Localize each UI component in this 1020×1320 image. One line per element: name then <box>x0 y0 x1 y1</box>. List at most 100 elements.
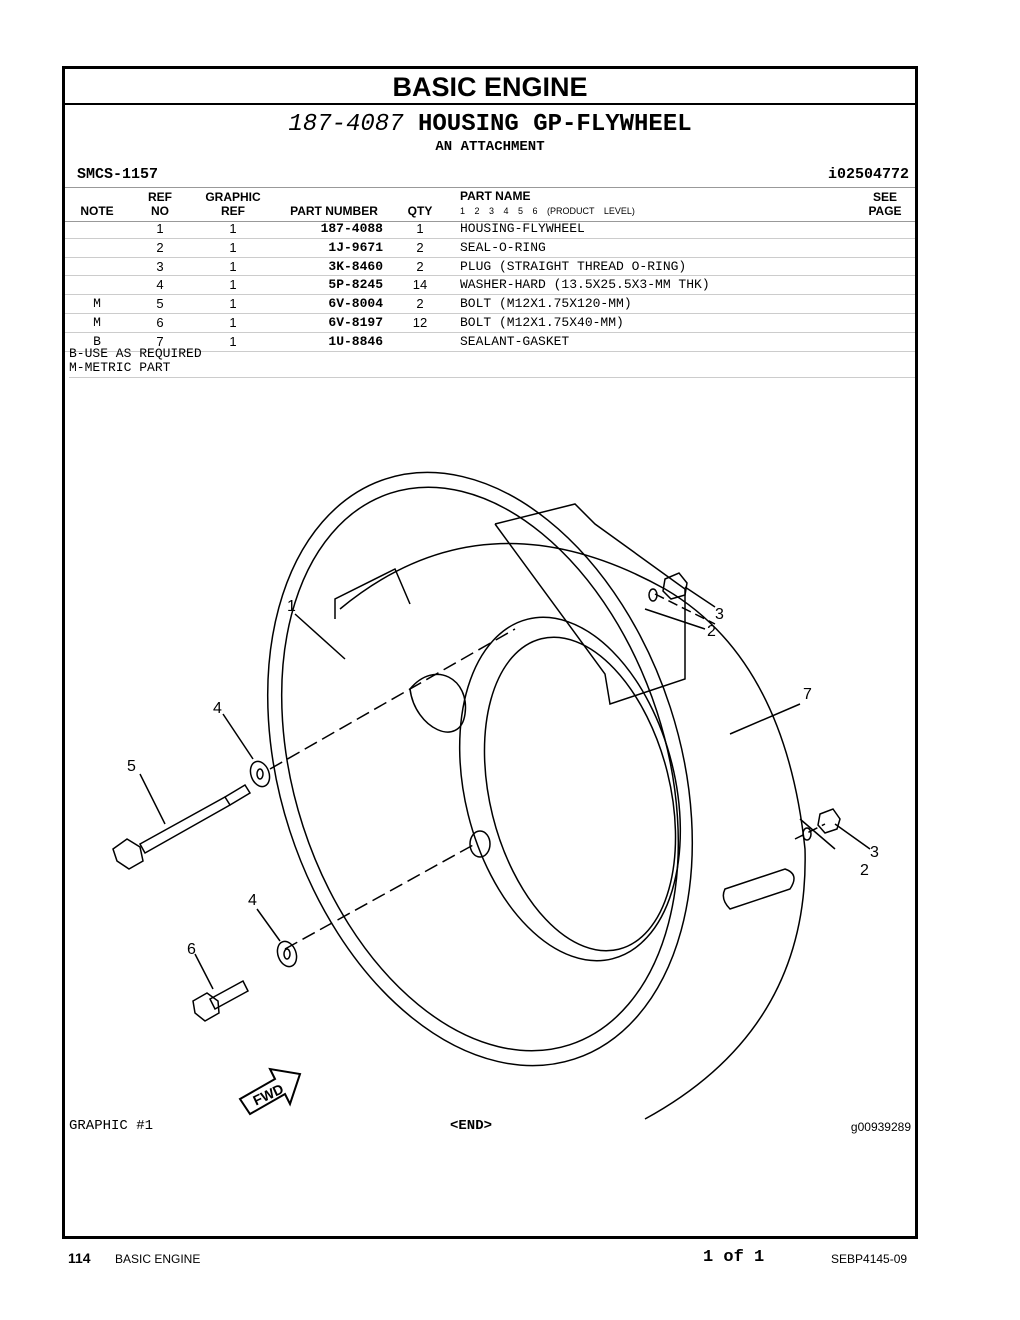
housing-cutout <box>409 673 467 733</box>
row-graphic: 1 <box>229 333 237 349</box>
row-ref: 4 <box>156 277 164 293</box>
row-part-number[interactable]: 6V-8004 <box>328 296 383 312</box>
row-part-name: WASHER-HARD (13.5X25.5X3-MM THK) <box>460 277 710 293</box>
graphic-id: g00939289 <box>850 1120 911 1134</box>
col-see-2: PAGE <box>868 204 902 218</box>
row-ref: 3 <box>156 258 164 274</box>
row-note: B <box>93 333 101 349</box>
plug-icon <box>662 572 688 600</box>
smcs-code: SMCS-1157 <box>77 166 159 183</box>
page-number: 114 <box>68 1250 91 1266</box>
col-note: NOTE <box>80 204 114 218</box>
table-row: M 6 1 6V-8197 12 BOLT (M12X1.75X40-MM) <box>65 314 915 333</box>
group-title: 187-4087 HOUSING GP-FLYWHEEL <box>65 111 915 138</box>
callout-label: 3 <box>715 606 724 623</box>
row-part-number[interactable]: 1J-9671 <box>328 239 383 255</box>
col-graphic-2: REF <box>221 204 245 218</box>
exploded-view-illustration: 1 2 3 4 5 6 7 2 3 4 FWD <box>112 471 879 1120</box>
callout-label: 4 <box>248 892 257 909</box>
row-ref: 5 <box>156 296 164 312</box>
bolt-6-head <box>192 992 220 1022</box>
col-ref-1: REF <box>148 190 172 204</box>
page-of: 1 of 1 <box>703 1248 765 1267</box>
plug-upper-axis <box>654 593 716 625</box>
catalog-page-frame: BASIC ENGINE 187-4087 HOUSING GP-FLYWHEE… <box>62 66 918 1239</box>
bolt-5-head <box>112 838 144 870</box>
row-graphic: 1 <box>229 258 237 274</box>
col-part-name: PART NAME <box>460 189 531 203</box>
table-row: 1 1 187-4088 1 HOUSING-FLYWHEEL <box>65 220 915 239</box>
row-part-name: HOUSING-FLYWHEEL <box>460 221 585 236</box>
col-see-1: SEE <box>872 190 897 204</box>
leader-3b <box>834 823 871 850</box>
row-qty: 2 <box>416 296 424 312</box>
row-part-name: BOLT (M12X1.75X120-MM) <box>460 296 632 312</box>
row-qty: 2 <box>416 239 424 255</box>
washer-icon <box>276 940 298 968</box>
illustration-id: i02504772 <box>827 166 909 183</box>
col-part-number: PART NUMBER <box>290 204 378 218</box>
callout-label: 6 <box>187 941 196 958</box>
housing-outer-shell <box>339 542 806 1120</box>
col-product-levels: 1 2 3 4 5 6 (PRODUCT LEVEL) <box>460 206 635 216</box>
note-line: M-METRIC PART <box>69 360 171 375</box>
leader-2 <box>644 608 706 630</box>
table-row: 4 1 5P-8245 14 WASHER-HARD (13.5X25.5X3-… <box>65 276 915 296</box>
o-ring-icon <box>648 588 658 602</box>
row-note: M <box>93 314 101 330</box>
table-row: M 5 1 6V-8004 2 BOLT (M12X1.75X120-MM) <box>65 295 915 314</box>
row-part-number[interactable]: 3K-8460 <box>328 258 383 274</box>
leader-4 <box>222 713 254 760</box>
table-row: B 7 1 1U-8846 SEALANT-GASKET <box>65 333 915 352</box>
row-graphic: 1 <box>229 221 237 236</box>
plug-icon <box>817 808 841 834</box>
table-row: 3 1 3K-8460 2 PLUG (STRAIGHT THREAD O-RI… <box>65 258 915 277</box>
leader-2b <box>799 818 836 850</box>
row-part-name: SEALANT-GASKET <box>460 333 570 349</box>
washer-icon <box>249 760 271 788</box>
bolt-5-axis <box>269 628 516 770</box>
housing-flange-inner <box>280 486 680 1052</box>
col-graphic-1: GRAPHIC <box>205 190 261 204</box>
housing-mounting-pad <box>334 503 686 705</box>
row-part-number[interactable]: 187-4088 <box>320 221 383 236</box>
group-name: HOUSING GP-FLYWHEEL <box>417 111 692 138</box>
callout-label: 1 <box>287 598 296 615</box>
footer-section: BASIC ENGINE <box>115 1252 201 1266</box>
housing-front-flange <box>266 471 694 1067</box>
row-qty: 14 <box>412 277 428 293</box>
row-qty: 12 <box>412 314 428 330</box>
row-qty: 2 <box>416 258 424 274</box>
leader-6 <box>194 953 214 990</box>
group-part-number: 187-4087 <box>288 111 404 138</box>
notes-block: B-USE AS REQUIRED M-METRIC PART <box>69 347 915 378</box>
row-note: M <box>93 296 101 312</box>
row-ref: 7 <box>156 333 164 349</box>
col-ref-2: NO <box>151 204 169 218</box>
housing-bore <box>458 616 682 962</box>
leader-1 <box>294 613 346 660</box>
attachment-label: AN ATTACHMENT <box>435 139 545 155</box>
section-title: BASIC ENGINE <box>65 69 915 105</box>
housing-bore-inner <box>483 636 677 952</box>
graphic-caption: GRAPHIC #1 <box>69 1118 154 1134</box>
note-line: B-USE AS REQUIRED <box>69 346 202 361</box>
end-marker: <END> <box>450 1118 493 1134</box>
leader-3 <box>684 586 716 608</box>
row-part-number[interactable]: 5P-8245 <box>328 277 383 293</box>
bolt-5-shank <box>138 795 232 855</box>
leader-7 <box>729 703 801 735</box>
bolt-6-shank <box>209 979 249 1011</box>
row-part-name: SEAL-O-RING <box>460 239 546 255</box>
bolt-5-thread <box>224 783 252 806</box>
row-graphic: 1 <box>229 296 237 312</box>
row-part-number[interactable]: 1U-8846 <box>328 333 383 349</box>
table-row: 2 1 1J-9671 2 SEAL-O-RING <box>65 239 915 258</box>
o-ring-icon <box>802 827 812 841</box>
row-part-number[interactable]: 6V-8197 <box>328 314 383 330</box>
row-ref: 2 <box>156 239 164 255</box>
bolt-hole <box>469 830 491 858</box>
row-graphic: 1 <box>229 277 237 293</box>
parts-table-header: NOTE REF NO GRAPHIC REF PART NUMBER QTY … <box>65 187 915 222</box>
row-ref: 1 <box>156 221 164 236</box>
